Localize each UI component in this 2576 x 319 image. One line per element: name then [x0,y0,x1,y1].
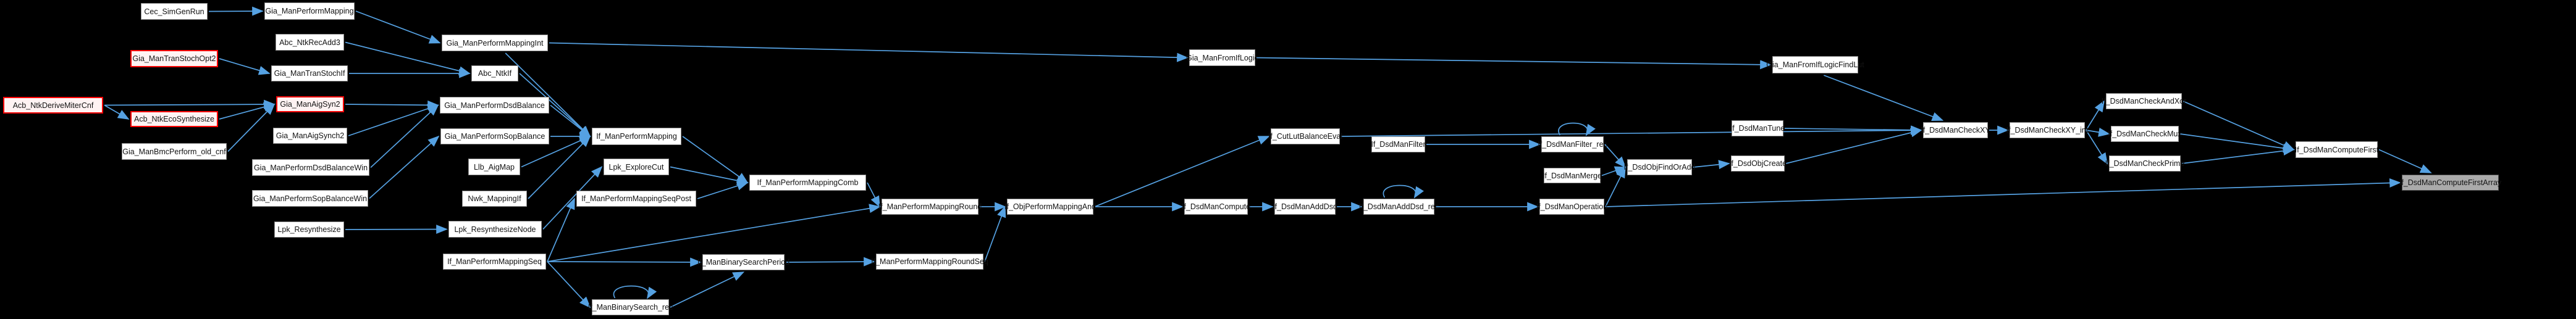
graph-node-gia_manperformmappingint[interactable]: Gia_ManPerformMappingInt [442,35,548,51]
edge-cec_simgenrun-to-gia_manperformmapping [208,6,264,16]
graph-node-if_objperformmappingand[interactable]: If_ObjPerformMappingAnd [1004,199,1096,215]
edge-if_dsdmancheckprime-to-if_dsdmancomputefirst [2181,146,2295,164]
graph-node-if_manbinarysearchperiod[interactable]: If_ManBinarySearchPeriod [697,254,789,270]
edge-if_dsdobjfindoradd-to-if_dsdobjcreate [1693,160,1730,170]
edge-lpk_explorecut-to-if_manperformmappingcomb [670,166,749,185]
graph-node-gia_manperformdsdbalancewin[interactable]: Gia_ManPerformDsdBalanceWin [252,159,369,176]
edge-if_dsdmanfilter_rec-to-if_dsdobjfindoradd [1604,144,1627,168]
graph-node-cec_simgenrun[interactable]: Cec_SimGenRun [141,3,208,20]
edge-if_dsdmancheckandxor-to-if_dsdmancomputefirst [2182,101,2295,151]
edge-gia_manaigsynch2-to-gia_manperformdsdbalance [348,104,439,136]
graph-node-if_dsdmancheckmux[interactable]: If_DsdManCheckMux [2108,126,2182,142]
graph-node-lpk_resynthesize[interactable]: Lpk_Resynthesize [274,222,344,238]
graph-node-gia_manaigsyn2[interactable]: Gia_ManAigSyn2 [276,96,344,112]
graph-node-if_dsdmanadddsd[interactable]: If_DsdManAddDsd [1273,199,1337,215]
edge-if_dsdmanadddsd_rec-to-if_dsdmanadddsd_rec [1383,184,1424,199]
graph-node-if_dsdmantune[interactable]: If_DsdManTune [1730,120,1785,136]
graph-node-if_dsdmanfilter_rec[interactable]: If_DsdManFilter_rec [1538,136,1607,152]
edge-acb_ntkderivemitercnf-to-acb_ntkecosynthesize [104,104,130,120]
edge-if_dsdmancheckxy_int-to-if_dsdmancheckmux [2086,127,2110,137]
graph-node-gia_manperformdsdbalance[interactable]: Gia_ManPerformDsdBalance [440,97,549,114]
graph-node-gia_mantranstochif[interactable]: Gia_ManTranStochIf [271,65,348,81]
graph-node-if_dsdmanfilter[interactable]: If_DsdManFilter [1371,136,1426,152]
graph-node-lpk_resynthesizenode[interactable]: Lpk_ResynthesizeNode [448,221,542,238]
graph-node-if_dsdmancheckandxor[interactable]: If_DsdManCheckAndXor [2102,93,2186,109]
edge-if_manperformmappingseq-to-if_manperformmappingseqpost [547,197,575,262]
edge-if_dsdmanfilter_rec-to-if_dsdmanfilter_rec [1558,122,1596,136]
graph-node-gia_mantranstochopt2[interactable]: Gia_ManTranStochOpt2 [130,50,218,67]
graph-node-gia_manbmcperform_old_cnf[interactable]: Gia_ManBmcPerform_old_cnf [122,143,227,160]
graph-node-if_dsdobjfindoradd[interactable]: If_DsdObjFindOrAdd [1623,159,1696,175]
graph-node-if_dsdmancheckxy[interactable]: If_DsdManCheckXY [1921,122,1990,138]
edge-if_dsdmanoperation-to-if_dsdmancomputefirstarray [1605,178,2401,207]
graph-node-if_dsdobjcreate[interactable]: If_DsdObjCreate [1729,155,1787,172]
edge-if_dsdmanoperation-to-if_dsdobjfindoradd [1605,166,1626,207]
graph-node-if_manperformmappingcomb[interactable]: If_ManPerformMappingComb [749,175,866,191]
edge-gia_manperformmapping-to-gia_manperformmappingint [355,10,441,44]
graph-node-gia_manperformmapping[interactable]: Gia_ManPerformMapping [264,2,355,20]
graph-node-acb_ntkderivemitercnf[interactable]: Acb_NtkDeriveMiterCnf [3,97,103,114]
graph-node-if_manbinarysearch_rec[interactable]: If_ManBinarySearch_rec [588,299,673,315]
graph-node-gia_manperformsopbalance[interactable]: Gia_ManPerformSopBalance [440,128,549,144]
graph-node-lpk_explorecut[interactable]: Lpk_ExploreCut [604,159,669,175]
edge-if_dsdmancheckmux-to-if_dsdmancomputefirst [2179,133,2295,153]
graph-node-if_manperformmapping[interactable]: If_ManPerformMapping [592,128,681,145]
graph-node-gia_manfromiflogicfindlut[interactable]: Gia_ManFromIfLogicFindLut [1766,56,1864,73]
graph-node-if_dsdmancomputefirst[interactable]: If_DsdManComputeFirst [2295,141,2378,158]
edge-if_manperformmappingseq-to-if_manbinarysearch_rec [547,261,591,309]
edge-if_manbinarysearch_rec-to-if_manbinarysearchperiod [670,271,745,308]
edge-if_dsdmantune-to-if_dsdmancheckxy [1784,125,1922,135]
graph-node-if_dsdmanadddsd_rec[interactable]: If_DsdManAddDsd_rec [1359,199,1439,215]
graph-node-if_manperformmappingroundseq[interactable]: If_ManPerformMappingRoundSeq [871,254,988,270]
edge-acb_ntkderivemitercnf-to-gia_manaigsyn2 [104,99,276,109]
edge-if_manbinarysearch_rec-to-if_manbinarysearch_rec [613,285,657,299]
edge-gia_manperformdsdbalance-to-if_manperformmapping [550,104,591,138]
graph-node-if_manperformmappingseqpost[interactable]: If_ManPerformMappingSeqPost [576,191,696,207]
edge-if_manperformmappingseq-to-if_manperformmappinground [547,204,881,262]
graph-node-gia_manfromiflogic[interactable]: Gia_ManFromIfLogic [1186,49,1258,66]
edge-if_dsdmancheckxy_int-to-if_dsdmancheckandxor [2086,100,2105,131]
edge-if_manperformmappingcomb-to-if_manperformmappinground [867,182,880,208]
graph-node-if_dsdmanoperation[interactable]: If_DsdManOperation [1536,199,1607,215]
edge-if_manperformmappingseqpost-to-if_manperformmappingcomb [697,181,749,199]
graph-node-gia_manaigsynch2[interactable]: Gia_ManAigSynch2 [273,128,347,144]
graph-node-if_cutlutbalanceeval[interactable]: If_CutLutBalanceEval [1268,128,1342,144]
edge-gia_mantranstochopt2-to-gia_mantranstochif [219,58,271,75]
graph-node-abc_ntkif[interactable]: Abc_NtkIf [471,65,518,81]
edge-if_objperformmappingand-to-if_cutlutbalanceeval [1094,136,1270,207]
edge-gia_manfromiflogicfindlut-to-if_dsdmancheckxy [1824,75,1944,122]
edge-nwk_mappingif-to-if_manperformmapping [528,135,591,199]
graph-node-nwk_mappingif[interactable]: Nwk_MappingIf [462,191,527,207]
edge-if_cutlutbalanceeval-to-if_dsdmancheckxy [1341,125,1922,137]
edge-gia_manaigsyn2-to-gia_manperformdsdbalance [345,100,439,110]
edge-gia_manperformdsdbalancewin-to-gia_manperformdsdbalance [370,104,439,168]
edge-if_dsdmancheckxy_int-to-if_dsdmancheckprime [2086,130,2108,165]
graph-node-if_dsdmanmerge[interactable]: If_DsdManMerge [1543,168,1602,183]
edge-gia_manfromiflogic-to-gia_manfromiflogicfindlut [1256,57,1772,70]
graph-node-gia_manperformsopbalancewin[interactable]: Gia_ManPerformSopBalanceWin [252,190,368,207]
edge-gia_manperformsopbalancewin-to-gia_manperformsopbalance [369,135,440,199]
graph-node-abc_ntkrecadd3[interactable]: Abc_NtkRecAdd3 [276,34,344,51]
edge-if_dsdobjcreate-to-if_dsdmancheckxy [1785,128,1922,164]
graph-node-if_dsdmancomputefirstarray[interactable]: If_DsdManComputeFirstArray [2399,175,2501,191]
graph-node-if_manperformmappingseq[interactable]: If_ManPerformMappingSeq [443,254,546,270]
graph-node-llb_aigmap[interactable]: Llb_AigMap [468,159,520,175]
graph-node-if_dsdmancheckprime[interactable]: If_DsdManCheckPrime [2105,155,2184,172]
graph-node-if_dsdmancompute[interactable]: If_DsdManCompute [1182,199,1250,215]
edge-acb_ntkecosynthesize-to-gia_manaigsyn2 [219,102,276,120]
graph-node-if_dsdmancheckxy_int[interactable]: If_DsdManCheckXY_int [2006,122,2088,138]
edge-abc_ntkrecadd3-to-abc_ntkif [345,41,471,76]
edge-if_manperformmappingroundseq-to-if_objperformmappingand [984,205,1006,262]
graph-node-if_manperformmappinground[interactable]: If_ManPerformMappingRound [878,199,982,215]
edge-gia_manbmcperform_old_cnf-to-gia_manaigsyn2 [227,103,276,152]
edge-if_dsdmancomputefirst-to-if_dsdmancomputefirstarray [2378,149,2432,173]
edge-gia_manperformmappingint-to-gia_manfromiflogic [549,42,1189,62]
graph-node-acb_ntkecosynthesize[interactable]: Acb_NtkEcoSynthesize [130,111,218,127]
